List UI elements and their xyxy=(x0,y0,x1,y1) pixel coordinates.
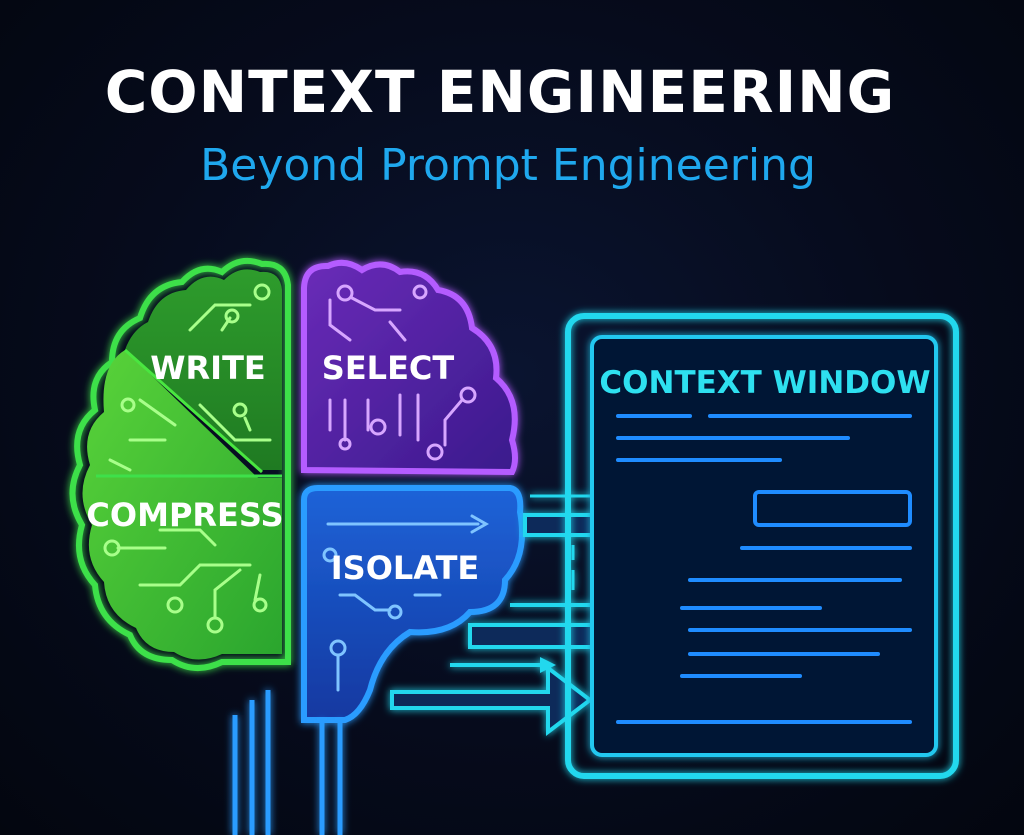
brain-left-hemisphere: WRITE COMPRESS xyxy=(69,257,291,671)
isolate-region xyxy=(301,485,526,723)
context-window-outer-frame xyxy=(565,313,959,779)
select-quadrant: SELECT xyxy=(301,259,518,476)
quadrant-label-compress: COMPRESS xyxy=(86,496,283,534)
brain-left-outline xyxy=(69,257,291,671)
select-region xyxy=(301,259,518,476)
window-input-box xyxy=(753,490,912,527)
context-window: CONTEXT WINDOW xyxy=(565,313,959,779)
compress-region xyxy=(82,350,283,660)
quadrant-label-write: WRITE xyxy=(150,349,266,387)
window-text-lines xyxy=(616,414,912,724)
page-title: CONTEXT ENGINEERING xyxy=(104,58,896,126)
page-subtitle: Beyond Prompt Engineering xyxy=(200,140,816,191)
write-region xyxy=(125,269,282,470)
arrow-5 xyxy=(450,657,556,673)
quadrant-label-isolate: ISOLATE xyxy=(331,549,480,587)
isolate-quadrant: ISOLATE xyxy=(232,485,526,835)
quadrant-label-select: SELECT xyxy=(322,349,455,387)
arrow-6 xyxy=(390,663,594,737)
context-window-title: CONTEXT WINDOW xyxy=(599,365,930,401)
